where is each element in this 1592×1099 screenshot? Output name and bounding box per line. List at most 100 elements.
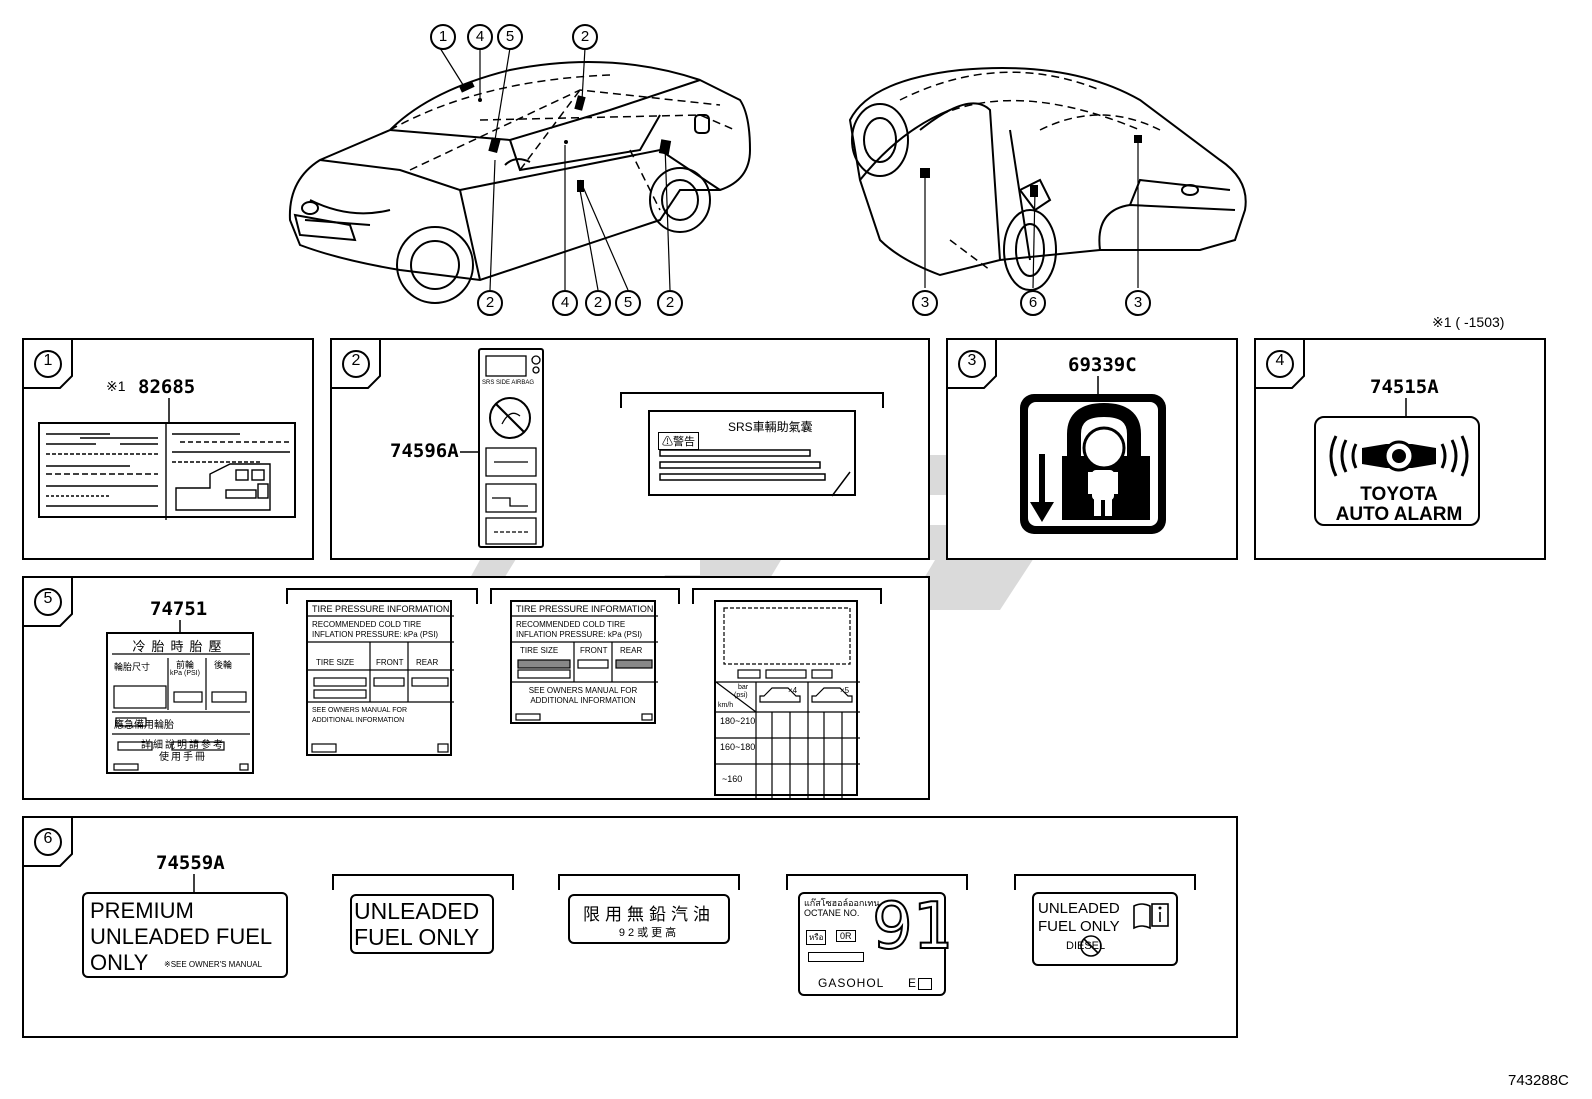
panel-5-bracket-1 — [286, 588, 478, 604]
gasohol-text: GASOHOL — [818, 976, 885, 990]
panel-4-number: 4 — [1266, 350, 1294, 378]
panel-6-bracket-1 — [332, 874, 514, 890]
srs-side-airbag-sticker: SRS SIDE AIRBAG — [478, 348, 544, 548]
panel-6: 6 74559A PREMIUM UNLEADED FUEL ONLY ※SEE… — [22, 816, 1238, 1038]
callout-1-front: 1 — [430, 24, 456, 50]
tp2-h2: FRONT — [580, 646, 608, 655]
panel-2-number: 2 — [342, 350, 370, 378]
cn-title: 冷胎時胎壓 — [132, 639, 228, 654]
unleaded-manual-label: UNLEADED FUEL ONLY DIESEL — [1032, 892, 1178, 966]
tp2-foot2: ADDITIONAL INFORMATION — [530, 696, 636, 705]
cn-tire-pressure-label: 冷胎時胎壓 輪胎尺寸 前輪 後輪 kPa (PSI) 應急備用輪胎 詳 — [106, 632, 254, 774]
tp3-unit-top: bar — [738, 684, 749, 691]
premium-line2: UNLEADED FUEL — [90, 924, 273, 949]
panel-3-part-number: 69339C — [1068, 354, 1137, 376]
tp2-foot1: SEE OWNERS MANUAL FOR — [528, 686, 638, 695]
tp2-h1: TIRE SIZE — [520, 646, 559, 655]
srs-warning-label: ⚠警告 SRS車輛助氣囊 — [648, 410, 856, 497]
tire-pressure-label-2: TIRE PRESSURE INFORMATION RECOMMENDED CO… — [510, 600, 658, 724]
tp3-row-3: ~160 — [722, 774, 743, 784]
no-diesel-icon — [1080, 935, 1102, 957]
cn-unleaded-label: 限用無鉛汽油 92或更高 — [568, 894, 730, 944]
cn-unleaded-line2: 92或更高 — [618, 927, 680, 939]
gasohol-big-number: 91 — [871, 889, 954, 965]
unleaded-fuel-label: UNLEADED FUEL ONLY — [350, 894, 494, 954]
panel-6-leader — [193, 874, 195, 892]
panel-2-leader — [460, 451, 480, 453]
panel-5-leader — [179, 620, 181, 632]
premium-line3: ONLY — [90, 950, 149, 975]
car-front-view-illustration — [288, 47, 752, 304]
tp3-x5: ×5 — [840, 686, 850, 695]
top-note: ※1 ( -1503) — [1432, 314, 1505, 330]
panel-2-bracket — [620, 392, 884, 408]
tp2-line1: RECOMMENDED COLD TIRE — [516, 620, 626, 629]
panel-5: 5 74751 冷胎時胎壓 輪胎尺寸 前輪 後 — [22, 576, 930, 800]
gasohol-e-text: E — [908, 976, 917, 990]
panel-4-part-number: 74515A — [1370, 376, 1439, 398]
callout-6-rear: 6 — [1020, 290, 1046, 316]
alarm-siren-icon — [1329, 435, 1469, 477]
premium-line1: PREMIUM — [90, 898, 194, 923]
tp3-unit-mid: (psi) — [734, 692, 748, 699]
cn-note2: 使用手冊 — [159, 752, 207, 763]
tp2-title: TIRE PRESSURE INFORMATION — [516, 604, 654, 614]
callout-5-front: 5 — [497, 24, 523, 50]
auto-alarm-label: TOYOTA AUTO ALARM — [1314, 416, 1480, 526]
tire-pressure-label-3: bar (psi) km/h ×4 ×5 180~210 160~180 ~16… — [714, 600, 860, 798]
tp3-x4: ×4 — [788, 686, 798, 695]
callout-3-rear-right: 3 — [1125, 290, 1151, 316]
tp3-row-1: 180~210 — [720, 716, 756, 726]
callout-3-rear-left: 3 — [912, 290, 938, 316]
srs-sticker-top-text: SRS SIDE AIRBAG — [482, 380, 535, 386]
callout-4-bottom: 4 — [552, 290, 578, 316]
gasohol-octane: OCTANE NO. — [804, 908, 860, 918]
tp1-line1: RECOMMENDED COLD TIRE — [312, 620, 422, 629]
um-diesel: DIESEL — [1066, 940, 1106, 952]
gasohol-tag2: 0R — [836, 930, 856, 942]
tp1-title: TIRE PRESSURE INFORMATION — [312, 604, 450, 614]
panel-3-number: 3 — [958, 350, 986, 378]
panel-5-part-number: 74751 — [150, 598, 208, 620]
car-rear-view-illustration — [848, 67, 1247, 291]
unleaded-line2: FUEL ONLY — [354, 924, 480, 950]
panel-1-part-number: 82685 — [138, 376, 196, 398]
panel-6-part-number: 74559A — [156, 852, 225, 874]
panel-6-bracket-3 — [786, 874, 968, 890]
callout-2-bottom-a: 2 — [477, 290, 503, 316]
panel-1: 1 ※1 82685 — [22, 338, 314, 560]
cn-unleaded-line1: 限用無鉛汽油 — [583, 905, 715, 924]
cn-unit: kPa (PSI) — [170, 670, 200, 677]
warning-title: SRS車輛助氣囊 — [728, 420, 813, 434]
premium-note: ※SEE OWNER'S MANUAL — [164, 960, 263, 969]
tp2-h3: REAR — [620, 646, 643, 655]
cn-col1: 輪胎尺寸 — [114, 662, 151, 672]
panel-1-marker: ※1 — [106, 378, 126, 394]
warning-badge-text: 警告 — [673, 436, 695, 448]
callout-2-bottom-b: 2 — [585, 290, 611, 316]
panel-4: 4 74515A TOYOTA AUTO ALARM — [1254, 338, 1546, 560]
premium-fuel-label: PREMIUM UNLEADED FUEL ONLY ※SEE OWNER'S … — [82, 892, 288, 978]
callout-4-front: 4 — [467, 24, 493, 50]
panel-2-part-number: 74596A — [390, 440, 459, 462]
tp1-line2: INFLATION PRESSURE: kPa (PSI) — [312, 630, 439, 639]
panel-3-leader — [1097, 376, 1099, 394]
tp1-h2: FRONT — [376, 658, 404, 667]
panel-6-number: 6 — [34, 828, 62, 856]
gasohol-thai: แก๊สโซฮอล์ออกเทน — [804, 898, 880, 908]
gasohol-tag1: หรือ — [806, 930, 827, 945]
panel-6-bracket-4 — [1014, 874, 1196, 890]
panel-6-bracket-2 — [558, 874, 740, 890]
panel-4-leader — [1405, 398, 1407, 416]
child-lock-icon — [1020, 394, 1166, 534]
panel-1-leader — [168, 398, 170, 422]
cn-col3: 後輪 — [214, 660, 233, 670]
tire-pressure-label-1: TIRE PRESSURE INFORMATION RECOMMENDED CO… — [306, 600, 454, 756]
tp2-line2: INFLATION PRESSURE: kPa (PSI) — [516, 630, 643, 639]
tp1-foot: SEE OWNERS MANUAL FOR ADDITIONAL INFORMA… — [312, 707, 408, 724]
cn-note1: 詳細說明請參考 — [141, 740, 225, 751]
gasohol-octane-label: แก๊สโซฮอล์ออกเทน OCTANE NO. หรือ 0R 91 G… — [798, 889, 954, 996]
panel-3: 3 69339C — [946, 338, 1238, 560]
tp1-h3: REAR — [416, 658, 439, 667]
diagram-code: 743288C — [1508, 1072, 1569, 1089]
